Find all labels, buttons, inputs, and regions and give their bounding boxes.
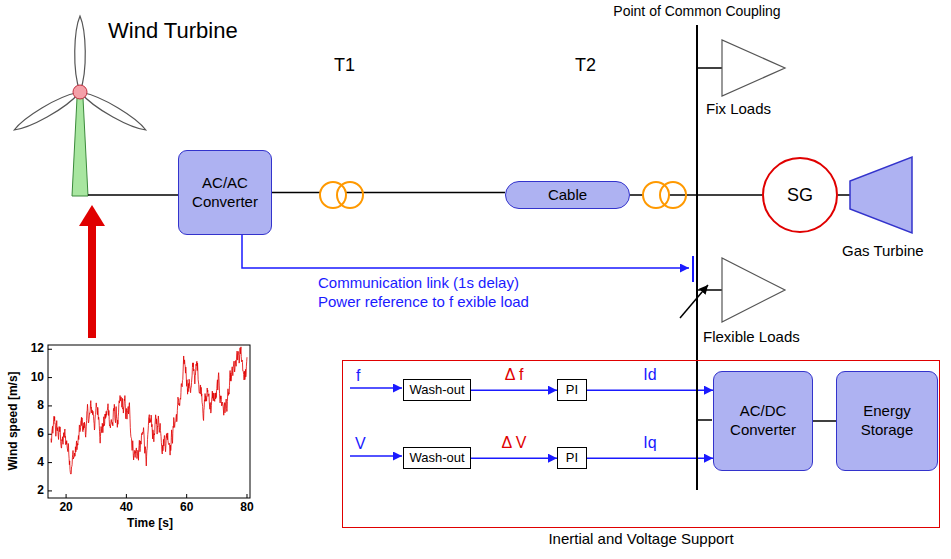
tick-label: 4 [37, 456, 44, 470]
load-feeder [697, 67, 722, 69]
variable-arrow [680, 285, 708, 318]
generator-circle: SG [762, 157, 838, 233]
transformer-winding [337, 182, 363, 208]
region-heading: Inertial and Voltage Support [548, 530, 733, 549]
turbine-tower [72, 98, 88, 196]
tick-label: 12 [31, 342, 44, 356]
cable-box: Cable [505, 181, 630, 209]
pi-block: PI [557, 379, 587, 401]
connector [587, 389, 713, 391]
connector [587, 457, 713, 459]
node-label: AC/DC Converter [714, 402, 812, 440]
tick-label: 10 [31, 371, 44, 385]
transformer-label: T1 [334, 55, 355, 76]
load-label: Fix Loads [706, 100, 771, 117]
axis-tick [48, 490, 52, 491]
turbine-label: Gas Turbine [842, 242, 924, 259]
fixed-load-symbol [722, 40, 785, 96]
axis-tick [186, 494, 187, 498]
tick-label: 80 [240, 501, 253, 515]
axis-tick [48, 349, 52, 350]
axis-tick [48, 377, 52, 378]
signal-input [350, 387, 402, 389]
flexible-load-symbol [722, 258, 785, 322]
converter-tap [697, 419, 712, 421]
tick-label: 20 [59, 501, 72, 515]
axis-title: Wind speed [m/s] [7, 371, 21, 470]
turbine-shaft [838, 194, 850, 196]
signal-label: Id [641, 366, 658, 384]
link-note: Power reference to f exible load [318, 293, 529, 310]
signal-name: V [355, 435, 366, 453]
control-switch [692, 256, 694, 282]
turbine-blade [77, 87, 148, 134]
node-label: Energy Storage [837, 402, 937, 440]
chart-ticks [48, 349, 247, 498]
signal-name: f [356, 367, 360, 385]
link-note: Communication link (1s delay) [318, 274, 519, 291]
turbine-hub [73, 85, 87, 99]
node-label: AC/AC Converter [179, 174, 271, 212]
connector [272, 192, 505, 194]
transformer-label: T2 [575, 55, 596, 76]
tick-label: 2 [37, 484, 44, 498]
tick-label: 60 [180, 501, 193, 515]
connector [813, 420, 836, 422]
wind-speed-series [51, 347, 247, 474]
storage-box: Energy Storage [836, 371, 938, 471]
axis-tick [48, 405, 52, 406]
connector [471, 389, 557, 391]
signal-label: Δ V [500, 434, 529, 452]
pi-block: PI [557, 447, 587, 469]
axis-tick [126, 494, 127, 498]
axis-tick [48, 434, 52, 435]
node-label: Cable [548, 186, 587, 205]
node-label: PI [566, 450, 578, 466]
signal-label: Δ f [503, 366, 526, 384]
component-title: Wind Turbine [108, 18, 238, 43]
node-label: Wash-out [409, 450, 464, 466]
signal-label: Iq [641, 434, 658, 452]
converter-box: AC/DC Converter [713, 371, 813, 471]
axis-tick [66, 494, 67, 498]
axis-tick [246, 494, 247, 498]
axis-title: Time [s] [127, 517, 173, 531]
tick-label: 6 [37, 427, 44, 441]
wind-input-arrow [88, 224, 96, 338]
node-label: Wash-out [409, 382, 464, 398]
bus-label: Point of Common Coupling [613, 3, 780, 19]
chart-frame [48, 345, 250, 498]
node-label: PI [566, 382, 578, 398]
washout-block: Wash-out [403, 379, 471, 401]
load-label: Flexible Loads [703, 328, 800, 345]
connector [471, 457, 557, 459]
washout-block: Wash-out [403, 447, 471, 469]
axis-tick [48, 462, 52, 463]
transformer-winding [660, 182, 686, 208]
turbine-blade [75, 16, 86, 92]
tick-label: 8 [37, 399, 44, 413]
node-label: SG [787, 184, 813, 207]
tick-label: 40 [120, 501, 133, 515]
generator-wire [88, 194, 178, 196]
communication-link [242, 235, 689, 268]
turbine-blade [12, 87, 83, 134]
load-feeder [697, 289, 722, 291]
converter-box: AC/AC Converter [178, 150, 272, 235]
gas-turbine-symbol [850, 157, 912, 233]
signal-input [350, 455, 402, 457]
wind-input-arrowhead [79, 205, 105, 226]
